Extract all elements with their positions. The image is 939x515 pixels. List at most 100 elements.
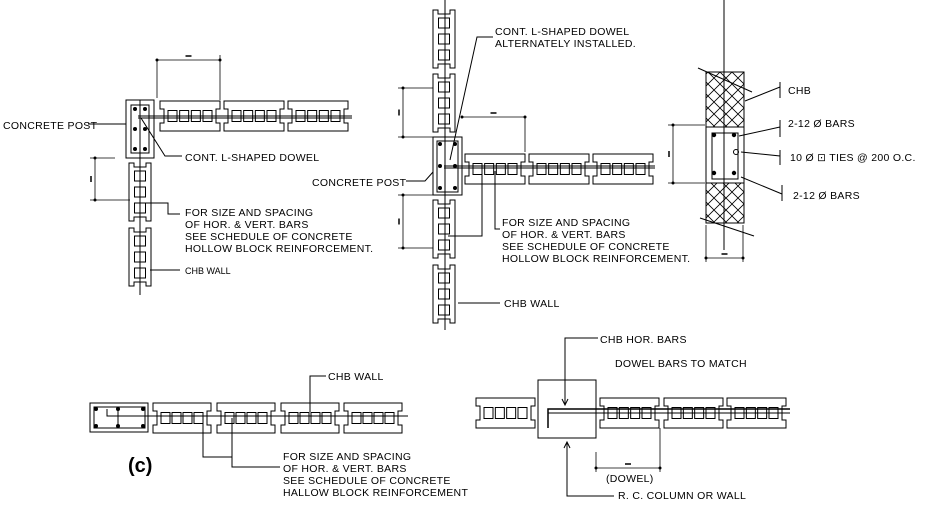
- chb-wall-label: CHB WALL: [185, 266, 231, 276]
- break-line: [697, 67, 753, 93]
- chb-cell: [438, 288, 450, 300]
- rebar-dot: [741, 256, 745, 260]
- chb-cell: [438, 49, 450, 61]
- chb-hatch: [705, 71, 745, 128]
- rebar-dot: [94, 424, 98, 428]
- chb-wall-label: CHB WALL: [328, 371, 384, 383]
- chb-block: [432, 199, 456, 259]
- rebar-dot: [143, 147, 147, 151]
- chb-block: [343, 402, 403, 434]
- chb-cell: [517, 407, 528, 419]
- note-line: HOLLOW BLOCK REINFORCEMENT.: [502, 253, 690, 265]
- post-ties: [117, 406, 146, 429]
- chb-cell: [536, 163, 547, 175]
- rc-column-label: R. C. COLUMN OR WALL: [618, 490, 746, 502]
- chb-block: [152, 402, 212, 434]
- chb-cell: [384, 412, 395, 424]
- leader-line: [744, 86, 781, 102]
- chb-cell: [438, 272, 450, 284]
- chb-block: [223, 100, 285, 132]
- chb-cell: [600, 163, 611, 175]
- leader-line: [740, 151, 781, 165]
- chb-cell: [438, 304, 450, 316]
- chb-cell: [362, 412, 373, 424]
- rebar-dot: [731, 132, 737, 138]
- chb-cell: [438, 17, 450, 29]
- chb-block: [432, 264, 456, 324]
- chb-block: [592, 153, 654, 185]
- chb-cell: [623, 163, 634, 175]
- column-section: [705, 126, 745, 184]
- chb-block: [475, 397, 536, 429]
- column-ties: [711, 132, 739, 180]
- rebar-dot: [143, 107, 147, 111]
- chb-cell: [612, 163, 623, 175]
- chb-cell: [635, 163, 646, 175]
- concrete-post-label: CONCRETE POST: [312, 177, 407, 189]
- chb-cell: [373, 412, 384, 424]
- rebar-dot: [116, 424, 120, 428]
- chb-cell: [351, 412, 362, 424]
- chb-block: [528, 153, 590, 185]
- arrow-icon: [563, 440, 571, 449]
- chb-cell: [438, 223, 450, 235]
- ties-label: 10 Ø ⊡ TIES @ 200 O.C.: [790, 152, 916, 164]
- chb-block: [464, 153, 526, 185]
- chb-cell: [438, 97, 450, 109]
- chb-cell: [257, 412, 268, 424]
- note-line: OF HOR. & VERT. BARS: [502, 229, 626, 241]
- note-line: FOR SIZE AND SPACING: [502, 217, 630, 229]
- chb-cell: [171, 412, 182, 424]
- chb-cell: [160, 412, 171, 424]
- note-line: SEE SCHEDULE OF CONCRETE: [185, 231, 353, 243]
- chb-cell: [548, 163, 559, 175]
- horizontal-bar: [106, 409, 408, 417]
- chb-cell: [246, 412, 257, 424]
- note-line: FOR SIZE AND SPACING: [283, 451, 411, 463]
- rebar-dot: [133, 127, 137, 131]
- chb-cell: [494, 407, 505, 419]
- leader-line: [738, 126, 781, 137]
- chb-cell: [571, 163, 582, 175]
- chb-cell: [559, 163, 570, 175]
- chb-cell: [193, 412, 204, 424]
- leader-line: [448, 171, 483, 237]
- bars-bottom-label: 2-12 Ø BARS: [793, 190, 860, 202]
- leader-line: [449, 36, 493, 161]
- chb-cell: [438, 81, 450, 93]
- chb-cell: [438, 113, 450, 125]
- chb-block: [216, 402, 276, 434]
- note-line: SEE SCHEDULE OF CONCRETE: [283, 475, 451, 487]
- chb-cell: [224, 412, 235, 424]
- chb-block: [663, 397, 724, 429]
- rebar-dot: [133, 107, 137, 111]
- rebar-dot: [460, 115, 464, 119]
- chb-block: [159, 100, 221, 132]
- leader-line: [740, 176, 783, 201]
- leader-line: [231, 418, 280, 468]
- chb-cell: [288, 412, 299, 424]
- note-line: OF HOR. & VERT. BARS: [283, 463, 407, 475]
- leader-line: [564, 337, 598, 405]
- chb-cell: [495, 163, 506, 175]
- bars-top-label: 2-12 Ø BARS: [788, 118, 855, 130]
- chb-block: [726, 397, 787, 429]
- dowel-label: CONT. L-SHAPED DOWEL: [185, 152, 319, 164]
- chb-cell: [310, 412, 321, 424]
- chb-block: [287, 100, 349, 132]
- concrete-post-label: CONCRETE POST: [3, 120, 98, 132]
- leader-line: [145, 202, 180, 215]
- chb-cell: [235, 412, 246, 424]
- chb-cell: [472, 163, 483, 175]
- rebar-dot: [438, 164, 442, 168]
- note-line: SEE SCHEDULE OF CONCRETE: [502, 241, 670, 253]
- chb-block: [599, 397, 660, 429]
- rebar-dot: [731, 170, 737, 176]
- dowel-bar: [547, 408, 790, 428]
- chb-block: [280, 402, 340, 434]
- dowel-match-label: DOWEL BARS TO MATCH: [615, 358, 747, 370]
- leader-line: [140, 117, 182, 157]
- leader-line: [566, 442, 614, 497]
